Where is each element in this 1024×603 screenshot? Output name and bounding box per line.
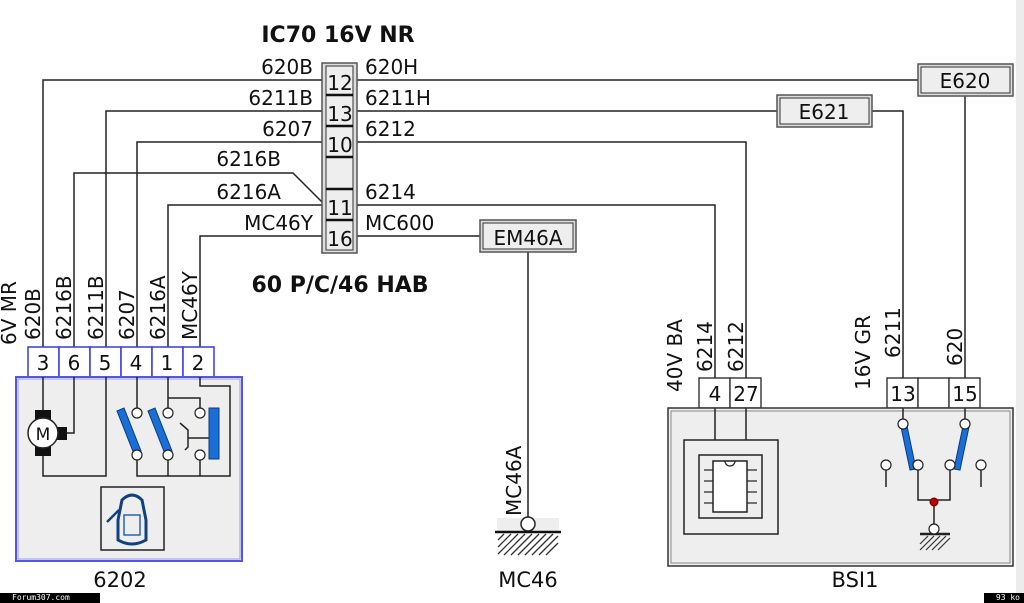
- wire-label: MC600: [365, 211, 434, 235]
- component-bsi1[interactable]: 40V BA 6214 6212 16V GR 6211 620 4 27 13…: [663, 307, 1014, 592]
- relay-switch-icon: [880, 408, 987, 551]
- pin-number: 10: [327, 133, 352, 157]
- wire-6216A: [167, 204, 325, 347]
- site-watermark: Forum307.com: [0, 593, 100, 603]
- wire-6216B: [73, 172, 324, 347]
- wire-label: 6211B: [84, 275, 108, 340]
- wire-label: 6207: [115, 289, 139, 340]
- wire-label: 6211H: [365, 86, 431, 110]
- connector-label: 6V MR: [0, 281, 21, 345]
- wire-6211B: [105, 110, 325, 347]
- motor-label: M: [36, 425, 51, 445]
- wire-label: 6211: [881, 307, 905, 358]
- switch-icon: [116, 407, 220, 461]
- connector-left-labels: 620B 6211B 6207 6216B 6216A MC46Y: [216, 55, 313, 235]
- wire-label: 6207: [262, 117, 313, 141]
- wire-label: 6214: [365, 180, 416, 204]
- wire-label: MC46Y: [244, 211, 314, 235]
- bsi-wire-labels: 40V BA 6214 6212 16V GR 6211 620: [663, 307, 967, 392]
- pin-number: 13: [327, 102, 352, 126]
- component-6202[interactable]: 6V MR 620B 6216B 6211B 6207 6216A MC46Y …: [0, 270, 243, 592]
- connector-title: IC70 16V NR: [261, 23, 414, 48]
- wire-620B: [42, 79, 325, 347]
- file-size: 93 ko: [984, 593, 1024, 603]
- ground-name: MC46: [498, 568, 558, 592]
- wire-label: 620: [943, 328, 967, 366]
- wire-label: 6211B: [248, 86, 313, 110]
- wire-6211: [872, 110, 904, 378]
- wire-MC46Y: [199, 235, 325, 347]
- splice-em46a[interactable]: EM46A: [479, 219, 577, 253]
- pin-number: 2: [192, 351, 205, 375]
- wire-label: 620B: [261, 55, 313, 79]
- wire-label: 6216A: [146, 275, 170, 340]
- pin-number: 4: [130, 351, 143, 375]
- pin-number: 5: [99, 351, 112, 375]
- connector-right-labels: 620H 6211H 6212 6214 MC600: [365, 55, 434, 235]
- ground-mc46[interactable]: MC46A MC46: [495, 445, 561, 592]
- ground-icon: [497, 533, 559, 556]
- splice-label: E620: [940, 69, 991, 93]
- wire-6214: [357, 204, 716, 378]
- wire-6212: [357, 141, 747, 378]
- wire-label: 6216A: [216, 180, 281, 204]
- wire-label: 6212: [365, 117, 416, 141]
- splice-label: E621: [799, 100, 850, 124]
- pin-number: 4: [709, 382, 722, 406]
- pin-number: 6: [68, 351, 81, 375]
- wire-label: 620B: [21, 288, 45, 340]
- edge-strip: [1016, 0, 1024, 593]
- component-name: BSI1: [832, 568, 879, 592]
- component-6202-pins: 3 6 5 4 1 2: [37, 351, 205, 375]
- bsi-pins: 4 27 13 15: [709, 382, 978, 406]
- wire-label: 6216B: [52, 275, 76, 340]
- wire-label: 6212: [724, 321, 748, 372]
- ground-icon: [919, 535, 951, 551]
- connector-subtitle: 60 P/C/46 HAB: [251, 273, 428, 298]
- ground-wire-label: MC46A: [502, 445, 526, 516]
- pin-number: 13: [890, 382, 915, 406]
- wire-label: MC46Y: [178, 270, 202, 340]
- splice-e620[interactable]: E620: [917, 63, 1014, 97]
- pin-number: 1: [161, 351, 174, 375]
- motor-icon: M: [27, 410, 67, 456]
- pin-number: 3: [37, 351, 50, 375]
- pin-number: 15: [952, 382, 977, 406]
- connector-ic70: [321, 62, 358, 254]
- car-door-icon: [100, 486, 165, 551]
- wire-label: 620H: [365, 55, 418, 79]
- splice-e621[interactable]: E621: [776, 94, 873, 128]
- pin-number: 11: [327, 196, 352, 220]
- connector-pin-numbers: 12 13 10 11 16: [327, 71, 352, 251]
- wires: [42, 79, 966, 517]
- connector-label: 16V GR: [851, 315, 875, 390]
- component-6202-wire-labels: 6V MR 620B 6216B 6211B 6207 6216A MC46Y: [0, 270, 202, 345]
- splice-label: EM46A: [493, 226, 562, 250]
- pin-number: 27: [733, 382, 758, 406]
- wire-6207: [136, 141, 325, 347]
- wire-label: 6216B: [216, 147, 281, 171]
- pin-number: 16: [327, 227, 352, 251]
- pin-number: 12: [327, 71, 352, 95]
- ecu-chip-icon: [683, 408, 779, 535]
- wire-label: 6214: [693, 321, 717, 372]
- component-name: 6202: [93, 568, 146, 592]
- connector-label: 40V BA: [663, 319, 687, 392]
